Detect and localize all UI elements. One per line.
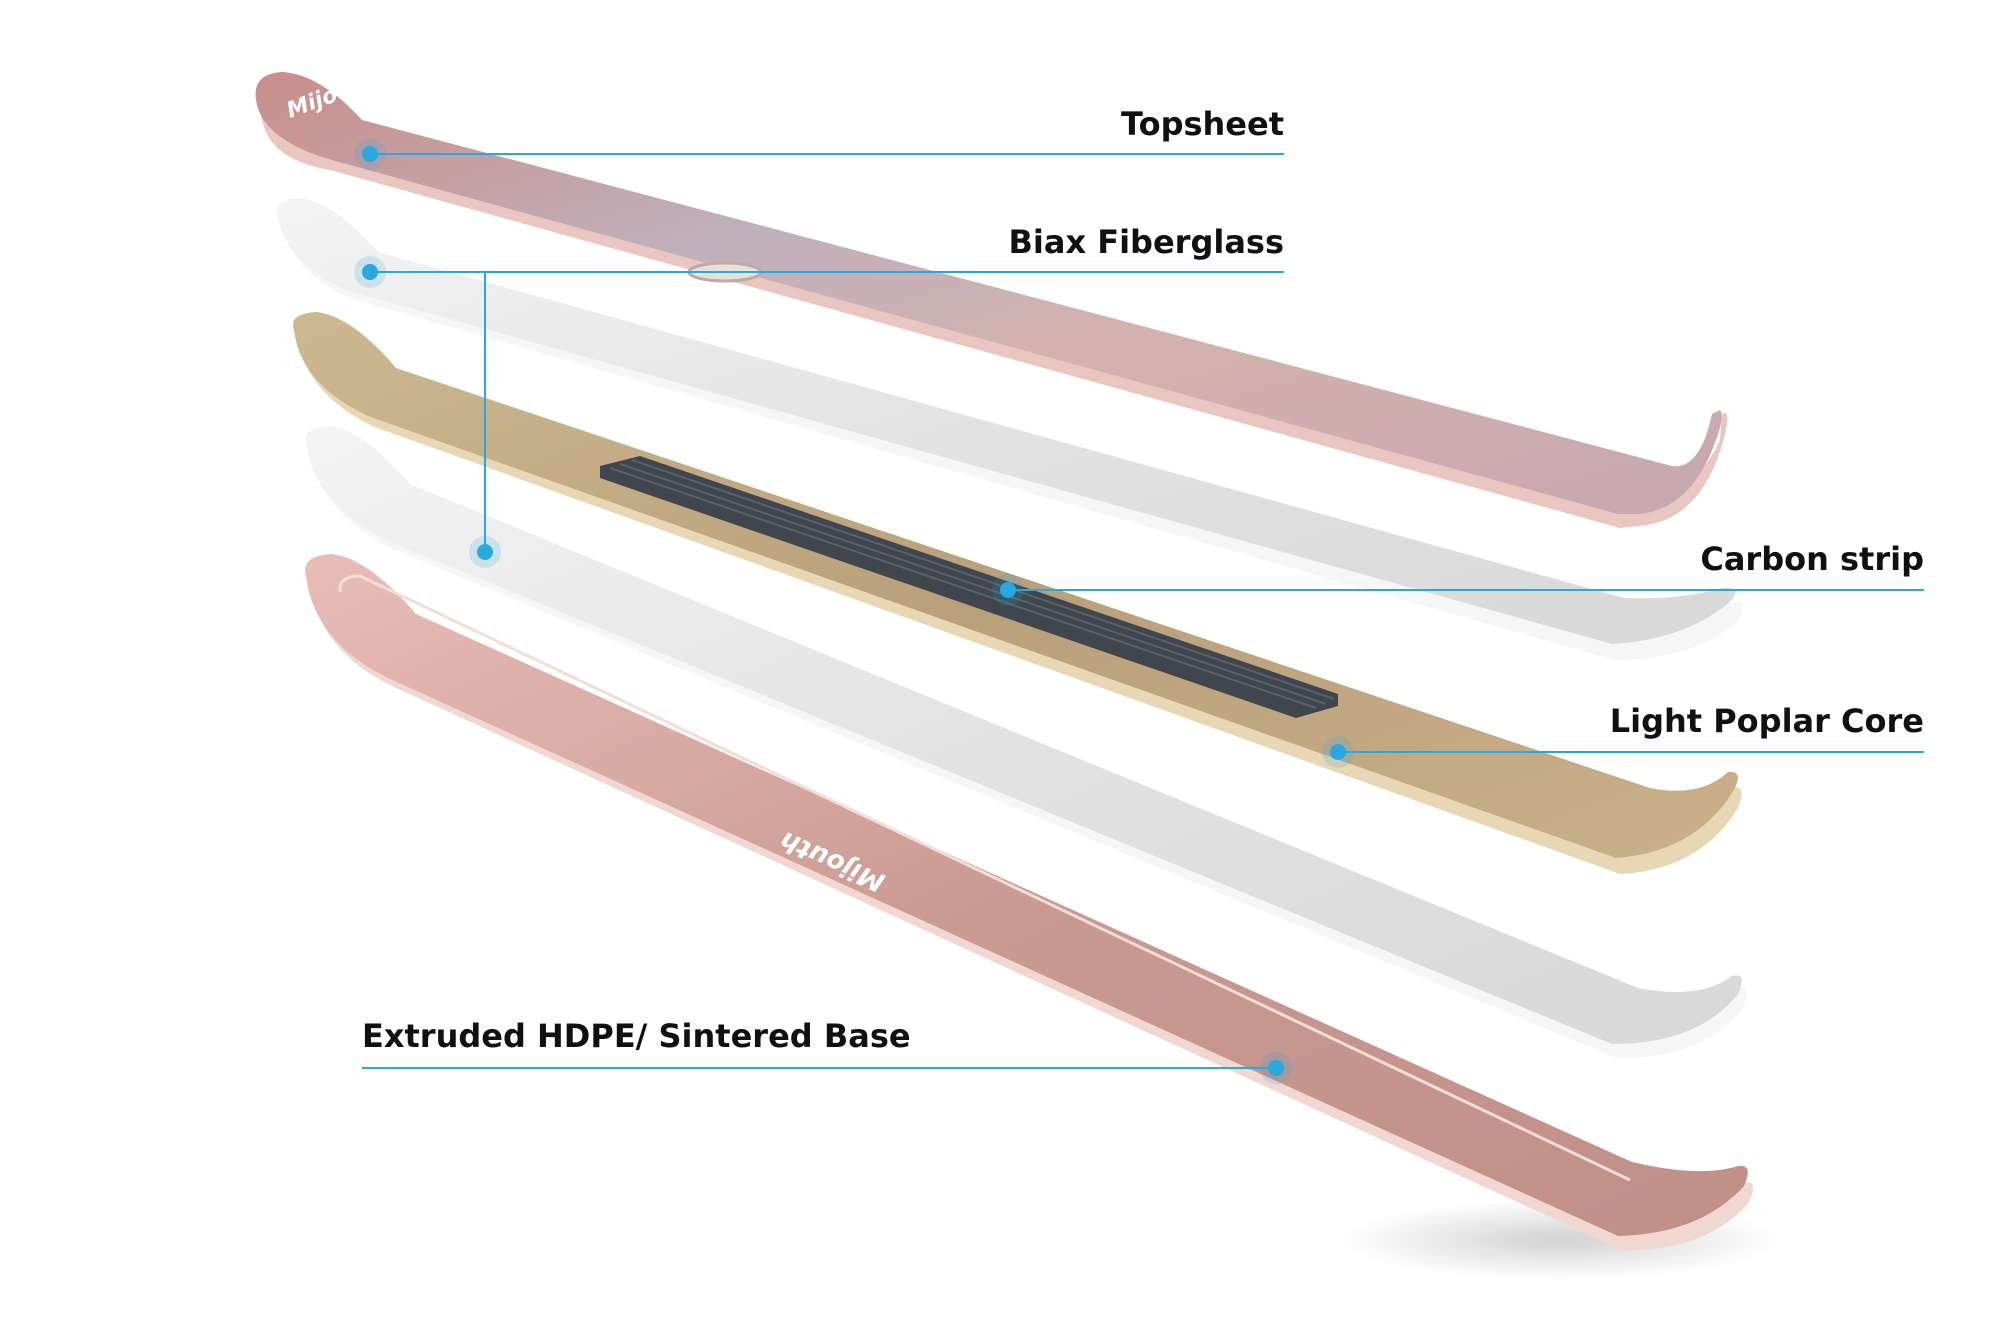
callout-dot-biax-upper bbox=[362, 264, 378, 280]
callout-dot-poplar bbox=[1330, 744, 1346, 760]
callout-base bbox=[362, 1052, 1292, 1084]
label-light-poplar-core: Light Poplar Core bbox=[1609, 702, 1924, 740]
callout-dot-carbon bbox=[1000, 582, 1016, 598]
label-topsheet: Topsheet bbox=[1121, 105, 1284, 143]
callout-dot-biax-lower bbox=[477, 544, 493, 560]
fiberglass-lower-layer bbox=[305, 426, 1748, 1059]
callout-dot-base bbox=[1268, 1060, 1284, 1076]
carbon-groove-2 bbox=[619, 463, 1327, 705]
carbon-strip bbox=[600, 456, 1338, 718]
carbon-groove-1 bbox=[609, 467, 1317, 709]
callout-carbon bbox=[992, 574, 1924, 606]
callout-biax bbox=[354, 256, 1284, 568]
base-inner-line bbox=[338, 574, 1631, 1182]
poplar-core-layer bbox=[292, 312, 1742, 874]
fiberglass-upper-surface bbox=[276, 198, 1736, 644]
topsheet-surface bbox=[255, 72, 1722, 514]
callout-topsheet bbox=[354, 138, 1284, 170]
label-carbon-strip: Carbon strip bbox=[1700, 540, 1924, 578]
label-base: Extruded HDPE/ Sintered Base bbox=[362, 1017, 911, 1055]
fiberglass-lower-surface bbox=[305, 426, 1742, 1044]
base-layer: Mijouth bbox=[305, 554, 1754, 1251]
label-biax-fiberglass: Biax Fiberglass bbox=[1008, 223, 1284, 261]
fiberglass-upper-layer bbox=[276, 198, 1744, 660]
callout-poplar bbox=[1322, 736, 1924, 768]
callout-dot-topsheet bbox=[362, 146, 378, 162]
carbon-groove-3 bbox=[631, 459, 1335, 700]
